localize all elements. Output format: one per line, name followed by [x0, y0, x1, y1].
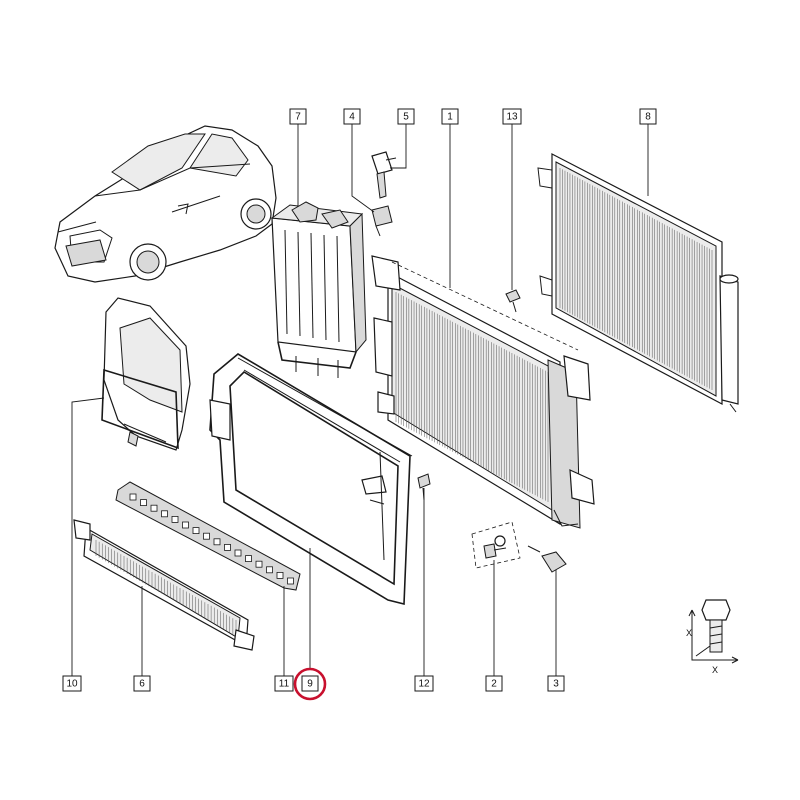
callout-2: 2	[485, 675, 503, 692]
axis-label-x-horizontal: X	[712, 665, 718, 675]
svg-text:1: 1	[447, 112, 453, 123]
part-11-bracket	[115, 481, 301, 591]
svg-text:13: 13	[506, 112, 518, 123]
bracket-tooth	[255, 560, 263, 568]
bracket-tooth	[203, 532, 210, 540]
part-3-clip	[527, 545, 567, 573]
bracket-tooth	[266, 566, 273, 574]
leader-lines	[71, 124, 649, 676]
callout-11: 11	[274, 675, 294, 692]
svg-text:5: 5	[403, 112, 409, 123]
svg-text:3: 3	[553, 679, 559, 690]
callout-5: 5	[397, 108, 415, 125]
callout-1: 1	[441, 108, 459, 125]
part-2-fastener-kit	[471, 521, 521, 569]
bracket-tooth	[161, 510, 168, 518]
part-12-screw	[417, 473, 431, 501]
bolt-axis-symbol: X X	[686, 599, 739, 675]
part-10-deflector	[101, 297, 191, 451]
svg-text:4: 4	[349, 112, 355, 123]
bracket-tooth	[182, 521, 189, 529]
svg-text:12: 12	[418, 679, 430, 690]
svg-text:8: 8	[645, 112, 651, 123]
bracket-tooth	[245, 555, 252, 562]
bracket-tooth	[150, 504, 158, 512]
callout-9: 9	[293, 667, 327, 701]
part-7-tank	[270, 201, 367, 378]
svg-text:10: 10	[66, 679, 78, 690]
callout-13: 13	[502, 108, 522, 125]
callout-3: 3	[547, 675, 565, 692]
bracket-tooth	[276, 572, 284, 579]
callout-8: 8	[639, 108, 657, 125]
bracket-tooth	[287, 577, 294, 585]
bracket-tooth	[234, 549, 242, 557]
part-4-clip	[371, 205, 393, 237]
bracket-tooth	[129, 493, 137, 501]
callout-12: 12	[414, 675, 434, 692]
callout-6: 6	[133, 675, 151, 692]
bracket-tooth	[224, 544, 231, 551]
part-9-frame	[209, 353, 413, 606]
callout-4: 4	[343, 108, 361, 125]
svg-text:6: 6	[139, 679, 145, 690]
bracket-tooth	[171, 516, 179, 523]
part-13-screw	[505, 289, 521, 313]
bracket-tooth	[192, 527, 200, 534]
callout-7: 7	[289, 108, 307, 125]
svg-text:11: 11	[279, 679, 290, 690]
bracket-tooth	[213, 538, 221, 546]
axis-label-x-vertical: X	[686, 628, 692, 638]
callout-9-highlight-ring	[293, 667, 327, 701]
callout-10: 10	[62, 675, 82, 692]
part-8-condenser	[537, 153, 739, 413]
part-1-radiator	[371, 255, 595, 529]
part-5-sensor	[371, 151, 397, 199]
svg-text:2: 2	[491, 679, 497, 690]
part-6-intercooler	[73, 519, 255, 651]
car-illustration	[54, 125, 277, 283]
svg-text:9: 9	[307, 679, 313, 690]
bracket-tooth	[140, 499, 147, 507]
svg-text:7: 7	[295, 112, 301, 123]
